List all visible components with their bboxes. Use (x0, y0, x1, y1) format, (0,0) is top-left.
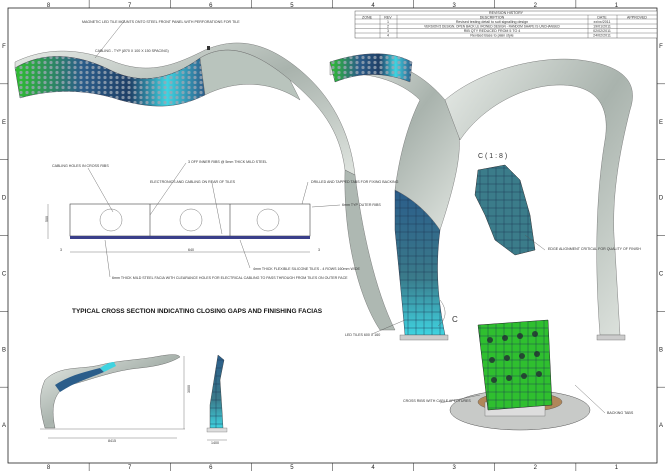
grid-row-D: D (2, 196, 7, 202)
rev-4: 4 (387, 34, 389, 38)
rev-3-date: 02/02/2011 (593, 29, 611, 33)
rev-1: 1 (387, 20, 389, 24)
face-plate-label: 6mm THICK MILD STEEL FACIA WITH CLEARANC… (112, 276, 348, 280)
sculpture-column-render: LED TILES 600 X 160 C (329, 53, 633, 341)
grid-row-D-right: D (659, 196, 664, 202)
grid-column-2-bottom: 2 (534, 465, 538, 471)
detail-c-view: C ( 1 : 8 ) EDGE ALIGNMENT CRITICAL FOR … (474, 153, 641, 256)
cabling-label: CABLING - TYP (Ø70 X 100 X 150 SPACING) (95, 49, 169, 53)
grid-column-6: 6 (209, 3, 213, 9)
rev-2-date: 19/01/2011 (593, 24, 611, 28)
header-date: DATE (597, 15, 607, 19)
grid-row-B-right: B (659, 347, 663, 353)
side-elevation-view: 1400 (206, 354, 228, 445)
grid-column-3: 3 (453, 3, 457, 9)
inner-ribs-label: 3 OFF INNER RIBS @ 5mm THICK MILD STEEL (188, 160, 267, 164)
header-rev: REV (384, 15, 392, 19)
section-width-dim: 640 (188, 248, 194, 252)
grid-column-4: 4 (371, 3, 375, 9)
grid-row-A-right: A (659, 423, 663, 429)
grid-column-7-bottom: 7 (128, 465, 132, 471)
grid-column-2: 2 (534, 3, 538, 9)
drilled-tabs-label: DRILLED AND TAPPED TABS FOR FIXING BACKI… (311, 180, 399, 184)
silicone-tiles-label: 4mm THICK FLEXIBLE SILICONE TILES - 4 RO… (253, 267, 361, 271)
rev-2: 2 (387, 24, 389, 28)
electronics-label: ELECTRONICS AND CABLING ON REAR OF TILES (150, 180, 236, 184)
grid-row-F-right: F (659, 44, 663, 50)
grid-row-A: A (2, 423, 6, 429)
rev-2-description: VERSION 5 DESIGN. OPEN BACK LE IRONED DE… (424, 24, 560, 28)
header-zone: ZONE (362, 15, 373, 19)
detail-c-title: C ( 1 : 8 ) (478, 153, 507, 160)
cross-ribs-label: CROSS RIBS WITH CABLE APERTURES (403, 399, 471, 403)
base-width-dim: 1400 (211, 441, 219, 445)
grid-column-5: 5 (290, 3, 294, 9)
sculpture-main-render (14, 42, 396, 331)
led-tiles-count-label: LED TILES 600 X 160 (345, 333, 380, 337)
section-height-dim: 500 (45, 216, 49, 222)
grid-column-1: 1 (615, 3, 619, 9)
typical-cross-section: 500 640 3 3 CABLING HOLES IN CROSS RIBS … (45, 160, 399, 315)
base-detail-view: CROSS RIBS WITH CABLE APERTURES BACKING … (403, 319, 634, 431)
revision-rows: 1 Revised testing detail to suit signall… (387, 20, 611, 38)
front-elevation-view: 8415 3000 (40, 354, 191, 443)
grid-column-8: 8 (47, 3, 51, 9)
grid-column-6-bottom: 6 (209, 465, 213, 471)
header-approved: APPROVED (627, 15, 647, 19)
grid-row-B: B (2, 347, 6, 353)
rev-4-date: 24/02/2011 (593, 34, 611, 38)
led-tile-annotation: MAGNETIC LED TILE MOUNTS ONTO STEEL FRON… (82, 19, 240, 59)
grid-row-C: C (2, 271, 7, 277)
section-title: TYPICAL CROSS SECTION INDICATING CLOSING… (72, 308, 323, 315)
rev-3: 3 (387, 29, 389, 33)
grid-column-7: 7 (128, 3, 132, 9)
rev-3-description: RIB QTY REDUCED FROM 5 TO 4 (464, 29, 521, 33)
outer-ribs-label: 6mm TYP OUTER RIBS (342, 203, 381, 207)
overall-width-dim: 8415 (108, 439, 116, 443)
gap-right-dim: 3 (318, 248, 320, 252)
edge-alignment-label: EDGE ALIGNMENT CRITICAL FOR QUALITY OF F… (548, 247, 641, 251)
grid-column-5-bottom: 5 (290, 465, 294, 471)
revision-history-table: REVISION HISTORY ZONE REV DESCRIPTION DA… (354, 10, 658, 39)
grid-row-E: E (2, 120, 6, 126)
grid-column-1-bottom: 1 (615, 465, 619, 471)
revision-title: REVISION HISTORY (489, 11, 524, 15)
rev-1-date: xx/xx/2011 (594, 20, 611, 24)
backing-tabs-label: BACKING TABS (607, 411, 634, 415)
rev-4-description: Revised Base to plain style (470, 34, 513, 38)
grid-column-4-bottom: 4 (371, 465, 375, 471)
grid-row-E-right: E (659, 120, 663, 126)
overall-height-dim: 3000 (187, 385, 191, 393)
grid-row-C-right: C (659, 271, 664, 277)
led-tile-label: MAGNETIC LED TILE MOUNTS ONTO STEEL FRON… (82, 20, 240, 24)
header-description: DESCRIPTION (480, 15, 505, 19)
detail-marker-c: C (452, 315, 458, 324)
gap-left-dim: 3 (60, 248, 62, 252)
cabling-holes-label: CABLING HOLES IN CROSS RIBS (52, 164, 109, 168)
grid-column-3-bottom: 3 (453, 465, 457, 471)
rev-1-description: Revised testing detail to suit signallin… (456, 20, 528, 24)
grid-row-F: F (2, 44, 6, 50)
grid-column-8-bottom: 8 (47, 465, 51, 471)
